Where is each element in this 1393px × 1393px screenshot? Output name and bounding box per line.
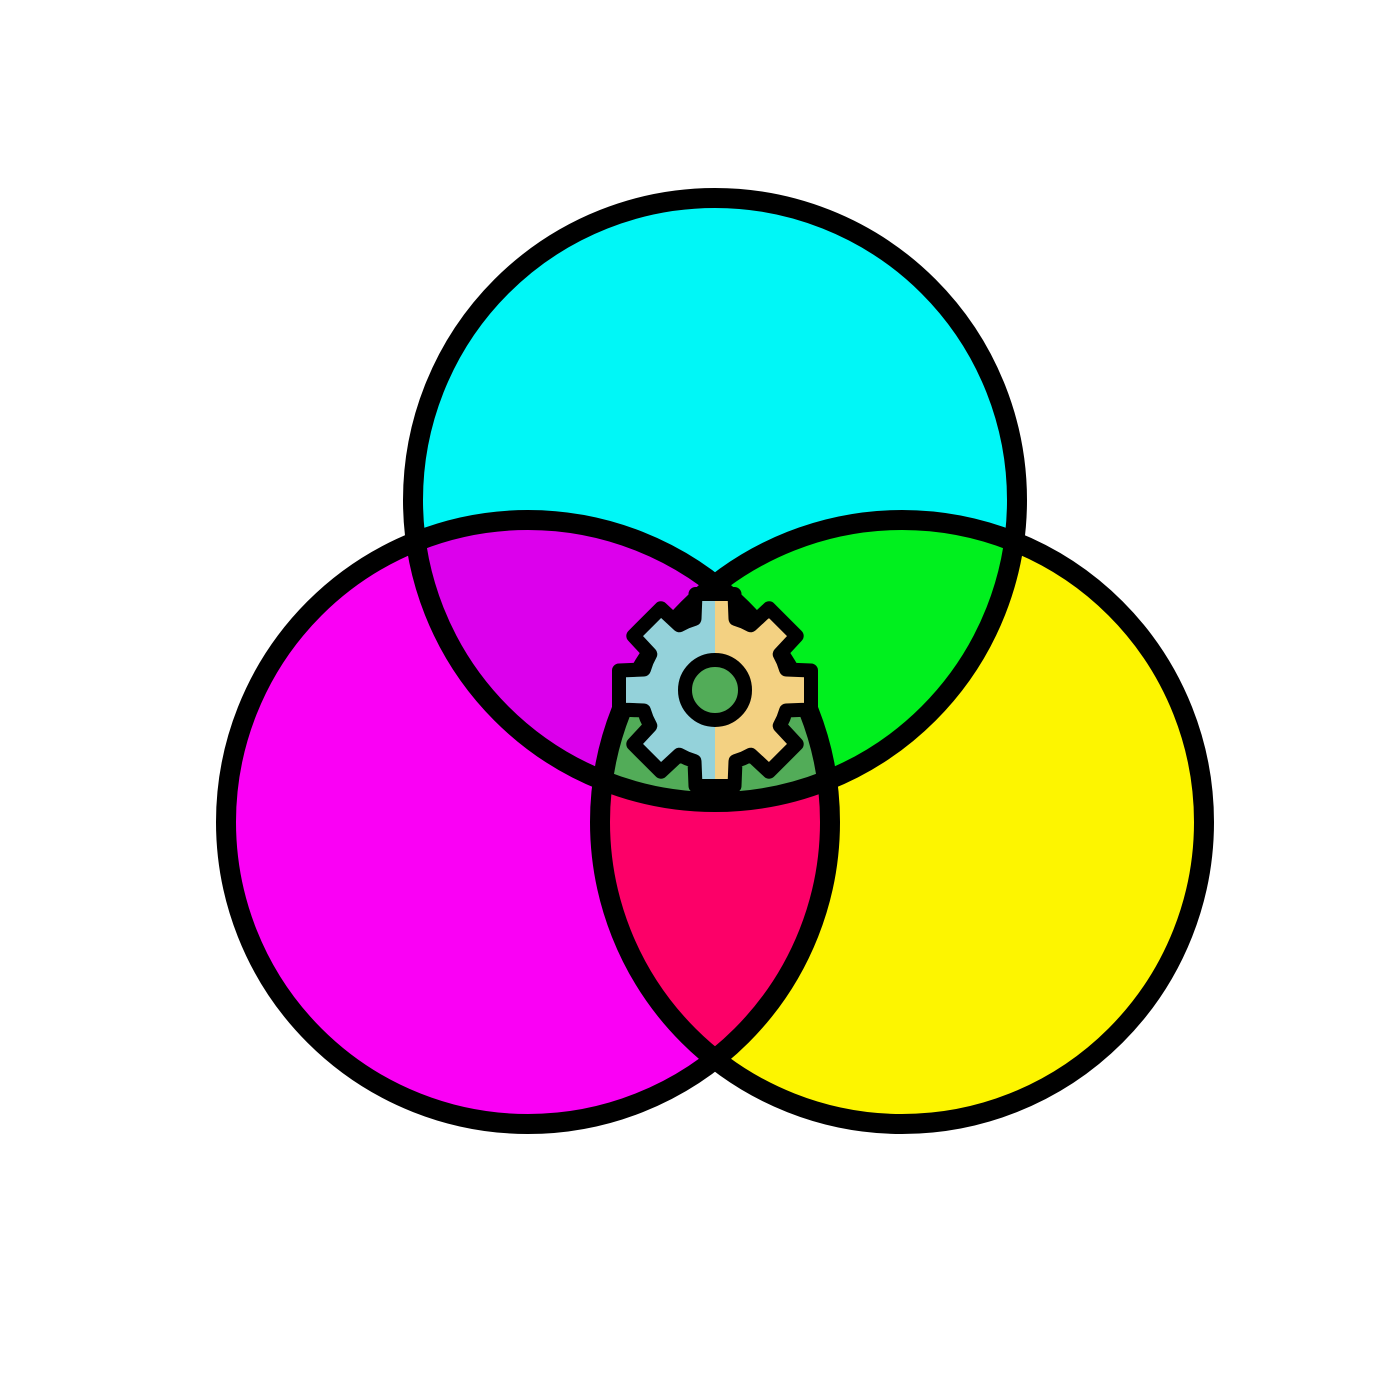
set-left-outline [216, 510, 840, 1134]
gear-icon [612, 587, 818, 793]
set-top-outline [403, 188, 1027, 812]
gear-hole [678, 653, 752, 727]
circle-outlines [216, 188, 1214, 1134]
set-right-outline [590, 510, 1214, 1134]
gear-outline [612, 587, 818, 793]
